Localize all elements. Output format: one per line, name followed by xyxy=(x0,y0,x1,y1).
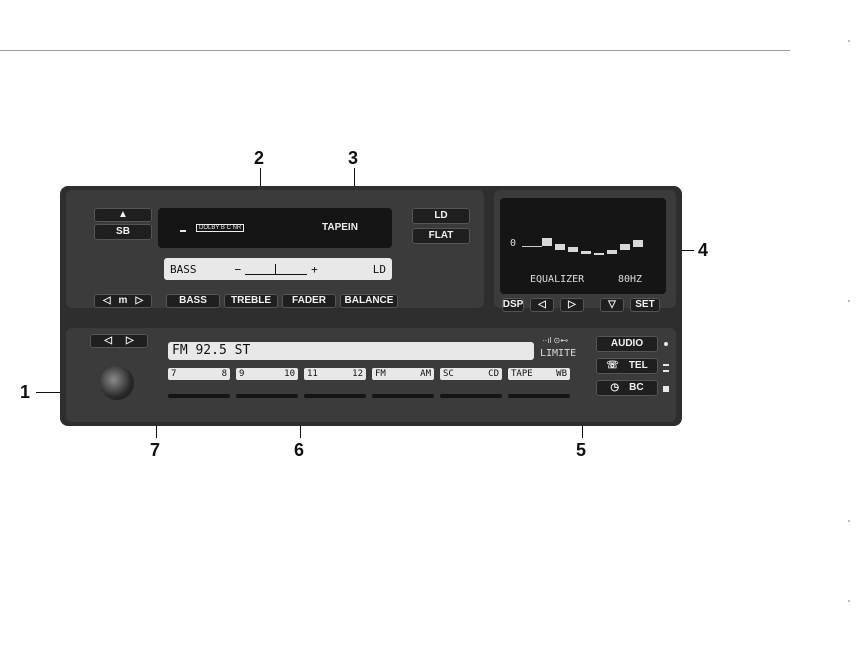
tape-dash xyxy=(180,230,186,232)
dsp-button[interactable]: DSP xyxy=(502,298,524,312)
preset-button[interactable] xyxy=(304,394,366,398)
callout-6: 6 xyxy=(294,440,305,460)
tone-mode-label: BASS xyxy=(170,262,197,276)
eq-left-button[interactable]: ◁ xyxy=(530,298,554,312)
bass-button[interactable]: BASS xyxy=(166,294,220,308)
eq-band-bar xyxy=(633,240,643,247)
signal-icons: ··ıl ⊙⊷ xyxy=(542,336,569,345)
margin-mark xyxy=(848,600,850,602)
eq-frequency: 80HZ xyxy=(618,274,643,285)
sb-button[interactable]: SB xyxy=(94,224,152,240)
plus-label: + xyxy=(311,262,318,276)
bc-led xyxy=(663,386,669,392)
callout-1: 1 xyxy=(20,382,31,402)
tel-led xyxy=(663,364,669,366)
treble-button[interactable]: TREBLE xyxy=(224,294,278,308)
equalizer-display: 0 EQUALIZER 80HZ xyxy=(500,198,666,294)
callout-2: 2 xyxy=(254,148,265,168)
dolby-badge: DOLBY B C NR xyxy=(196,224,245,232)
preset-button[interactable] xyxy=(508,394,570,398)
seek-left-icon[interactable]: ◁ xyxy=(104,335,112,346)
preset-button[interactable] xyxy=(236,394,298,398)
m-label: m xyxy=(118,295,128,306)
tape-in-label: TAPEIN xyxy=(322,222,358,233)
eq-band-bar xyxy=(555,244,565,250)
minus-label: − xyxy=(234,262,242,276)
margin-mark xyxy=(848,300,850,302)
preset-button[interactable] xyxy=(372,394,434,398)
seek-buttons[interactable]: ◁ ▷ xyxy=(90,334,148,348)
eq-band-bar xyxy=(594,253,604,255)
ld-indicator: LD xyxy=(372,262,386,276)
right-arrow-icon[interactable]: ▷ xyxy=(135,295,144,306)
margin-mark xyxy=(848,40,850,42)
balance-button[interactable]: BALANCE xyxy=(340,294,398,308)
flat-button[interactable]: FLAT xyxy=(412,228,470,244)
fader-button[interactable]: FADER xyxy=(282,294,336,308)
m-buttons[interactable]: ◁ m ▷ xyxy=(94,294,152,308)
ld-button[interactable]: LD xyxy=(412,208,470,224)
tone-center-mark xyxy=(275,263,277,274)
tone-control-panel: ▲ SB ◁ m ▷ DOLBY B C NR TAPEIN BASS − + … xyxy=(66,190,484,308)
bc-button[interactable]: ◷ BC xyxy=(596,380,658,396)
equalizer-panel: 0 EQUALIZER 80HZ DSP ◁ ▷ ▽ SET xyxy=(494,190,676,312)
clock-icon: ◷ xyxy=(610,382,620,393)
tel-led xyxy=(663,370,669,372)
audio-led xyxy=(664,342,668,346)
margin-mark xyxy=(848,520,850,522)
callout-3: 3 xyxy=(348,148,359,168)
eject-button[interactable]: ▲ xyxy=(94,208,152,222)
eq-label: EQUALIZER xyxy=(530,274,585,285)
left-arrow-icon[interactable]: ◁ xyxy=(102,295,111,306)
bc-label: BC xyxy=(629,382,644,393)
seek-right-icon[interactable]: ▷ xyxy=(126,335,134,346)
audio-button[interactable]: AUDIO xyxy=(596,336,658,352)
phone-icon: ☏ xyxy=(606,360,619,371)
eq-right-button[interactable]: ▷ xyxy=(560,298,584,312)
set-button[interactable]: SET xyxy=(630,298,660,312)
callout-4: 4 xyxy=(698,240,709,260)
eq-band-bar xyxy=(542,238,552,246)
callout-5: 5 xyxy=(576,440,587,460)
callout-7: 7 xyxy=(150,440,161,460)
eq-band-bar xyxy=(620,244,630,250)
tel-button[interactable]: ☏ TEL xyxy=(596,358,658,374)
limite-label: LIMITE xyxy=(540,348,577,359)
eq-zero-label: 0 xyxy=(510,238,517,249)
tone-display: BASS − + LD xyxy=(164,258,392,280)
tel-label: TEL xyxy=(628,360,648,371)
tone-level-indicator xyxy=(245,263,308,275)
eq-zero-line xyxy=(522,246,542,247)
eq-band-bar xyxy=(607,250,617,254)
eq-band-bar xyxy=(581,251,591,254)
volume-knob[interactable] xyxy=(100,366,134,400)
top-rule xyxy=(0,50,790,51)
radio-unit: ▲ SB ◁ m ▷ DOLBY B C NR TAPEIN BASS − + … xyxy=(60,186,682,426)
preset-button[interactable] xyxy=(168,394,230,398)
eq-band-bar xyxy=(568,247,578,252)
eq-down-button[interactable]: ▽ xyxy=(600,298,624,312)
radio-display: FM 92.5 ST xyxy=(168,342,534,360)
preset-button[interactable] xyxy=(440,394,502,398)
tape-display: DOLBY B C NR TAPEIN xyxy=(158,208,392,248)
